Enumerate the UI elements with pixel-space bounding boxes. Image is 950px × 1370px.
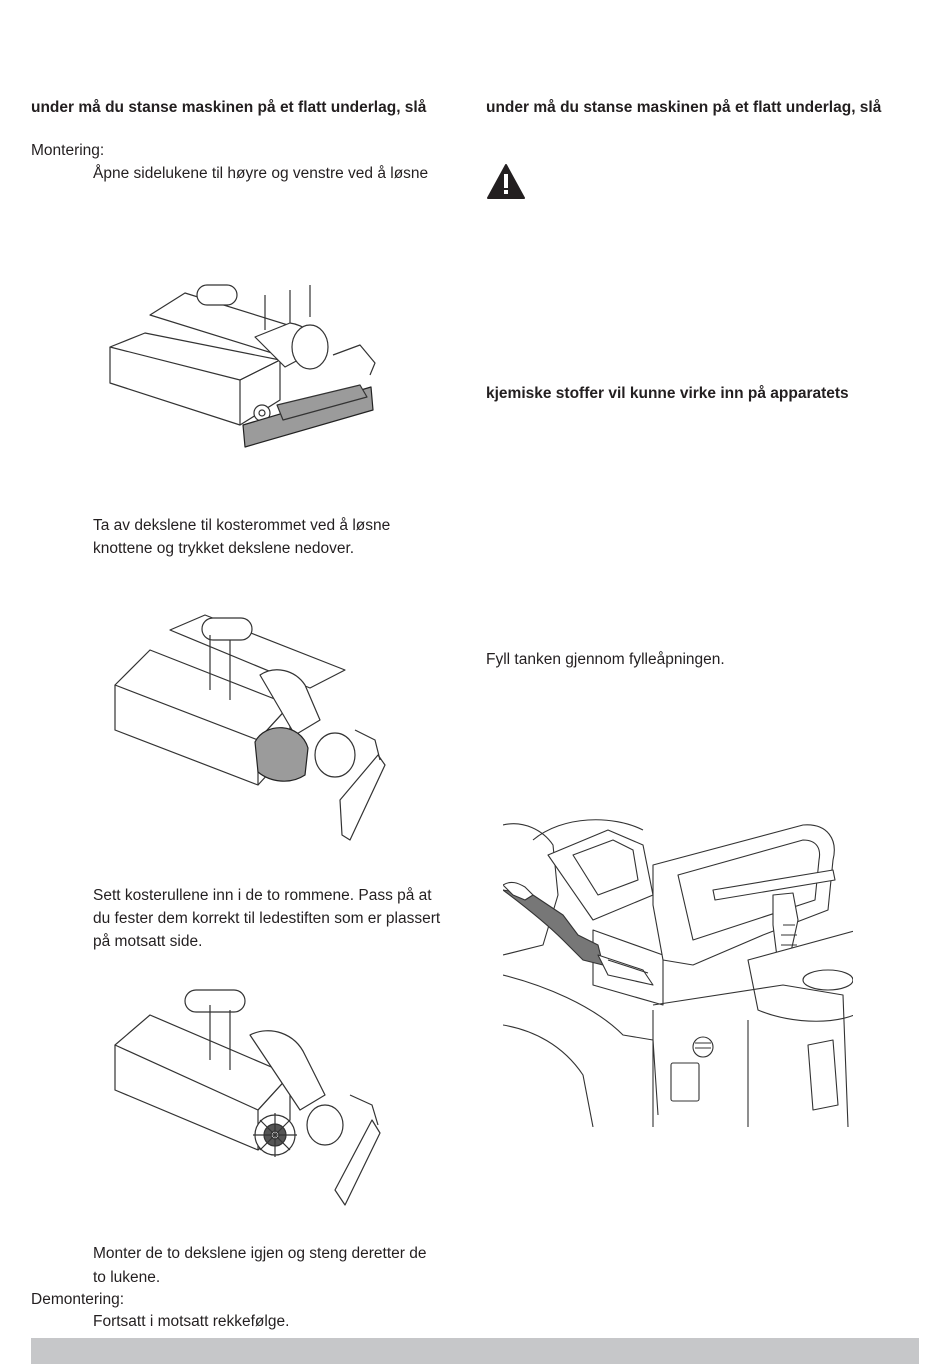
montering-label: Montering: [31,142,105,159]
step-reverse-order: Fortsatt i motsatt rekkefølge. [93,1313,290,1330]
step-remove-covers-1: Ta av dekslene til kosterommet ved å løs… [93,517,391,534]
figure-side-door-open [105,275,395,470]
step-remove-covers-2: knottene og trykket dekslene nedover. [93,540,355,557]
left-heading: under må du stanse maskinen på et flatt … [31,99,427,116]
demontering-label: Demontering: [31,1291,125,1308]
footer-bar [31,1338,919,1364]
step-insert-rollers-3: på motsatt side. [93,933,203,950]
step-refit-covers-1: Monter de to dekslene igjen og steng der… [93,1245,427,1262]
chemicals-warning-text: kjemiske stoffer vil kunne virke inn på … [486,385,849,402]
fill-tank-instruction: Fyll tanken gjennom fylleåpningen. [486,651,725,668]
figure-cover-removed [110,610,395,845]
warning-triangle-icon [486,163,526,200]
right-heading: under må du stanse maskinen på et flatt … [486,99,882,116]
step-refit-covers-2: to lukene. [93,1269,161,1286]
figure-filling-tank [503,815,853,1127]
step-open-side-doors: Åpne sidelukene til høyre og venstre ved… [93,165,429,182]
step-insert-rollers-2: du fester dem korrekt til ledestiften so… [93,910,441,927]
step-insert-rollers-1: Sett kosterullene inn i de to rommene. P… [93,887,432,904]
figure-rollers-inserted [110,985,395,1210]
